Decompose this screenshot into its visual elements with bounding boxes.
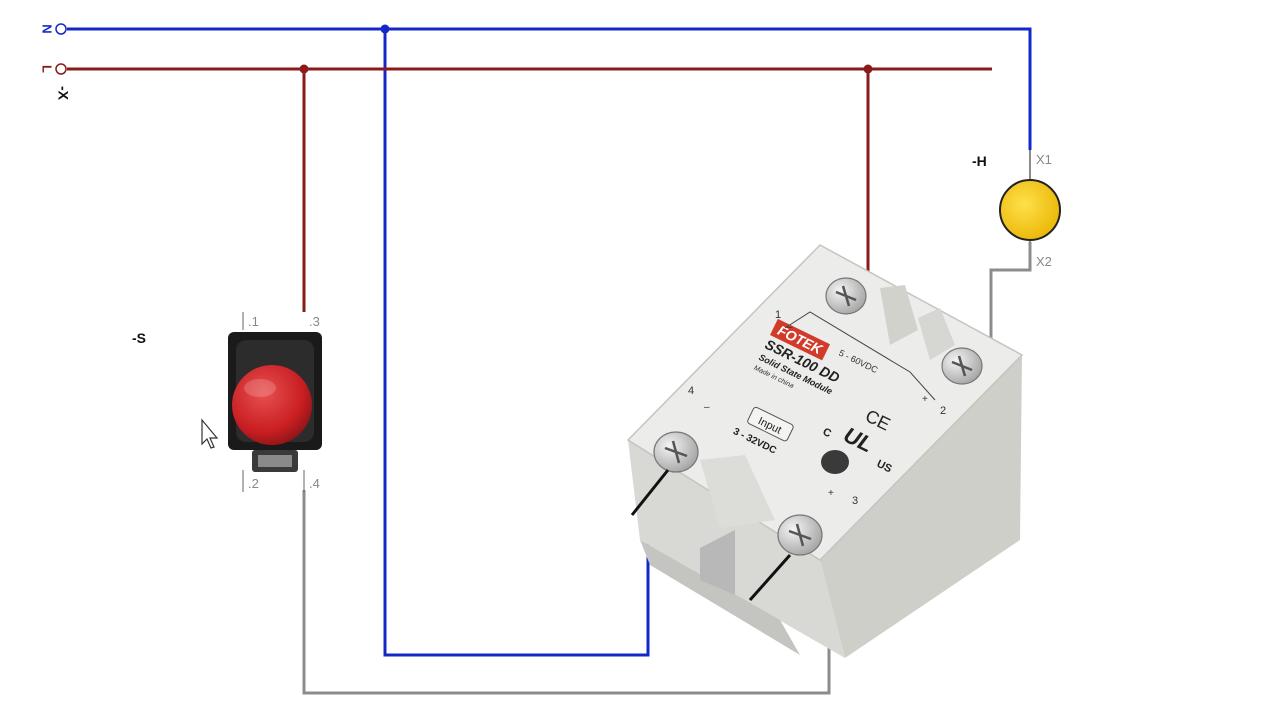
ssr-terminal-3: 3 (852, 495, 858, 507)
line-wires (67, 67, 992, 312)
neutral-to-ssr-wire (383, 29, 650, 657)
switch-pin-2: .2 (248, 476, 259, 491)
wire-stub-4 (630, 469, 670, 516)
switch-pin-3: .3 (309, 314, 320, 329)
red-button (232, 365, 312, 445)
lamp-tag: -H (972, 153, 987, 169)
ssr-pol-2: + (922, 394, 928, 405)
mouse-pointer-icon (201, 418, 219, 449)
lamp-pin-x1: X1 (1036, 152, 1052, 167)
lamp-pin-x2: X2 (1036, 254, 1052, 269)
line-junction-switch (299, 64, 309, 74)
ssr-pol-4: – (704, 402, 710, 413)
screw-icon (941, 347, 983, 385)
neutral-bus (67, 27, 1032, 150)
screw-icon (777, 514, 823, 556)
lamp: -H X1 X2 (972, 150, 1061, 270)
ssr-side (820, 355, 1022, 658)
ssr-pol-1: – (787, 322, 793, 333)
terminal-l-label: L (40, 65, 55, 73)
screw-icon (825, 277, 867, 315)
solid-state-relay: FOTEK SSR-100 DD Solid State Module Made… (626, 244, 1024, 658)
line-junction-ssr (863, 64, 873, 74)
terminal-n (55, 23, 67, 35)
ssr-pol-3: + (828, 488, 834, 499)
lamp-bulb (999, 179, 1061, 241)
terminal-block-tag: -X (55, 86, 71, 101)
switch-pin-1: .1 (248, 314, 259, 329)
ssr-led (821, 450, 849, 474)
push-button: -S .1 .2 .3 .4 (132, 312, 322, 492)
switch-pin-4: .4 (309, 476, 320, 491)
wire-stub-3 (748, 554, 792, 601)
terminal-block: N L -X (40, 23, 71, 101)
ssr-terminal-1: 1 (775, 309, 781, 321)
screw-icon (653, 431, 699, 473)
switch-tag-text: -S (132, 330, 146, 346)
terminal-n-label: N (40, 24, 55, 33)
switch-to-ssr-wire (302, 490, 831, 695)
ssr-terminal-2: 2 (940, 405, 946, 417)
ssr-terminal-4: 4 (688, 385, 694, 397)
terminal-l (55, 63, 67, 75)
neutral-junction (380, 24, 390, 34)
